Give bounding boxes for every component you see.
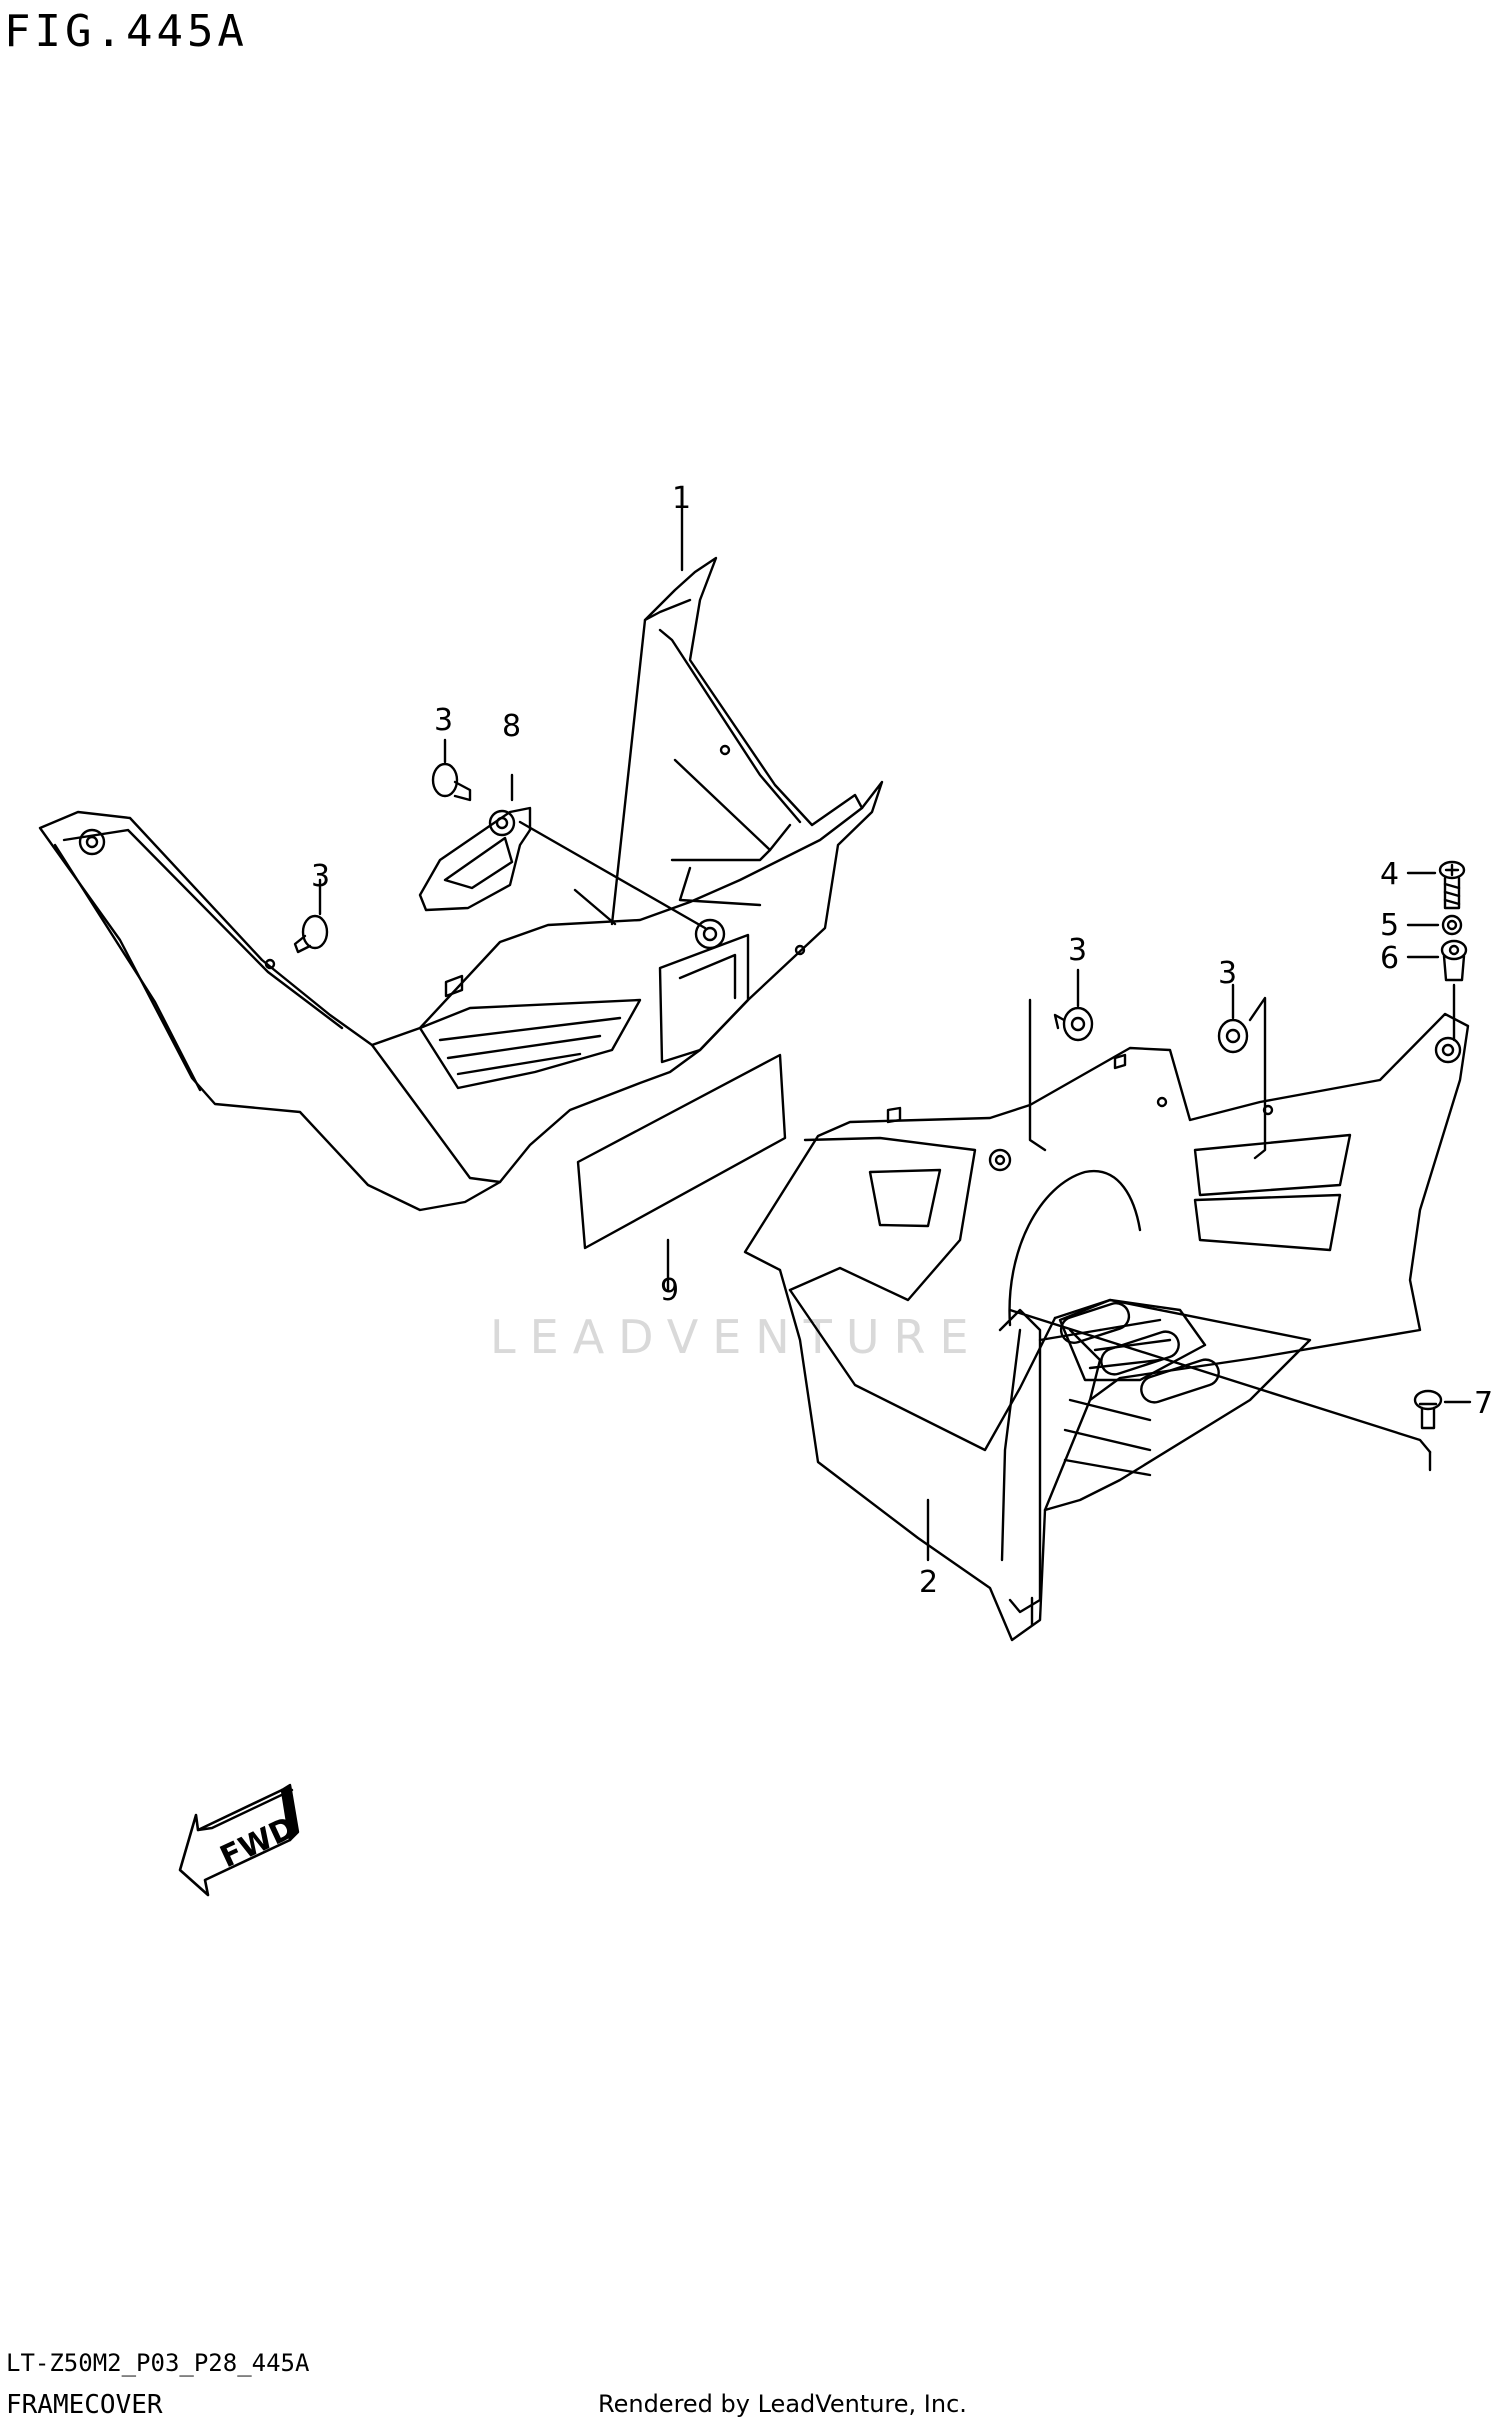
model-code: LT-Z50M2_P03_P28_445A bbox=[6, 2349, 310, 2377]
washer-part-5 bbox=[1406, 914, 1463, 936]
callout-7: 7 bbox=[1474, 1386, 1493, 1421]
callout-6: 6 bbox=[1380, 941, 1399, 976]
clip-3-a bbox=[431, 738, 472, 802]
front-frame-cover bbox=[38, 498, 884, 1212]
callout-3-d: 3 bbox=[1218, 956, 1237, 991]
callout-3-a: 3 bbox=[434, 703, 453, 738]
bracket-part-8 bbox=[418, 773, 532, 912]
watermark-text: LEADVENTURE bbox=[490, 1310, 983, 1364]
clip-3-c bbox=[1028, 968, 1094, 1152]
callout-3-c: 3 bbox=[1068, 933, 1087, 968]
rear-frame-cover bbox=[743, 1012, 1470, 1642]
screw-part-4 bbox=[1406, 860, 1466, 910]
callout-4: 4 bbox=[1380, 857, 1399, 892]
pad-part-9 bbox=[576, 1053, 787, 1292]
clip-3-d bbox=[1217, 983, 1267, 1160]
callout-1: 1 bbox=[672, 481, 691, 516]
screw-part-7 bbox=[1413, 1389, 1472, 1430]
fwd-arrow-icon bbox=[178, 1783, 300, 1897]
figure-title: FIG.445A bbox=[4, 6, 248, 57]
clip-3-b bbox=[293, 878, 329, 954]
section-name: FRAMECOVER bbox=[6, 2390, 163, 2420]
callout-3-b: 3 bbox=[311, 859, 330, 894]
callout-5: 5 bbox=[1380, 908, 1399, 943]
callout-2: 2 bbox=[919, 1565, 938, 1600]
callout-9: 9 bbox=[660, 1273, 679, 1308]
collar-part-6 bbox=[1406, 939, 1468, 1042]
render-credit: Rendered by LeadVenture, Inc. bbox=[598, 2390, 967, 2418]
callout-8: 8 bbox=[502, 709, 521, 744]
